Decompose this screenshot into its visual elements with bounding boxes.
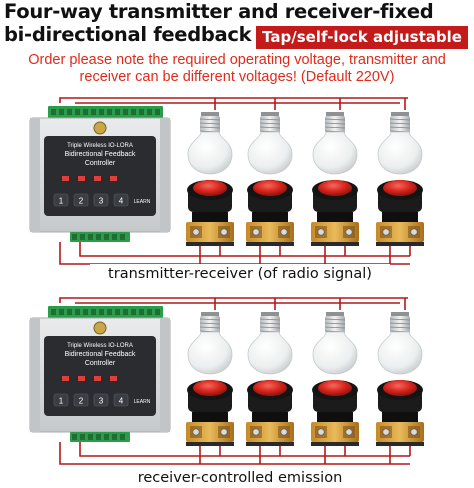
bulb-icon [247, 112, 293, 175]
status-led [110, 376, 117, 381]
device-key-label: 1 [59, 197, 64, 206]
push-button-icon [311, 380, 359, 446]
status-led [94, 376, 101, 381]
device-key [53, 393, 69, 407]
push-button-icon [186, 180, 234, 246]
push-button-icon [246, 180, 294, 246]
push-button-icon [376, 180, 424, 246]
bulb-icon [377, 112, 423, 175]
device-key-label: 4 [119, 197, 124, 206]
antenna-connector-icon [93, 321, 107, 335]
device-key [113, 193, 129, 207]
wire [79, 242, 410, 257]
title-line-2: bi-directional feedback [4, 23, 252, 46]
status-led [110, 176, 117, 181]
status-led [62, 376, 69, 381]
push-button-icon [246, 380, 294, 446]
push-button-icon [186, 380, 234, 446]
device-key-label: 2 [79, 197, 84, 206]
antenna-connector-icon [93, 121, 107, 135]
device-title-line: Triple Wireless IO-LORA [67, 143, 133, 149]
device-key [93, 193, 109, 207]
wire [79, 442, 410, 457]
learn-label: LEARN [134, 399, 151, 405]
controller-device-icon: Triple Wireless IO-LORA Bidirectional Fee… [29, 306, 171, 442]
section-label-receiver: receiver-controlled emission [90, 468, 390, 488]
learn-label: LEARN [134, 199, 151, 205]
device-key-label: 1 [59, 397, 64, 406]
voltage-notice-line-2: receiver can be different voltages! (Def… [79, 69, 395, 85]
bulb-icon [247, 312, 293, 375]
status-led [62, 176, 69, 181]
device-title-line: Bidirectional Feedback [65, 351, 136, 358]
device-title-line: Controller [85, 160, 116, 167]
status-led [94, 176, 101, 181]
section-label-transmitter: transmitter-receiver (of radio signal) [90, 264, 390, 284]
controller-device-icon: Triple Wireless IO-LORA Bidirectional Fee… [29, 106, 171, 242]
title-line-1: Four-way transmitter and receiver-fixed [4, 0, 434, 23]
device-title-line: Triple Wireless IO-LORA [67, 343, 133, 349]
device-key-label: 3 [99, 197, 104, 206]
bulb-icon [312, 312, 358, 375]
device-key [53, 193, 69, 207]
device-key [93, 393, 109, 407]
device-key-label: 4 [119, 397, 124, 406]
device-key-label: 2 [79, 397, 84, 406]
terminal-block-top [48, 306, 163, 318]
wire [59, 97, 408, 103]
device-key [73, 193, 89, 207]
device-key [73, 393, 89, 407]
wire [59, 297, 408, 303]
wire [59, 442, 410, 465]
terminal-block-top [48, 106, 163, 118]
device-title-line: Controller [85, 360, 116, 367]
voltage-notice-line-1: Order please note the required operating… [28, 52, 446, 68]
tap-self-lock-badge: Tap/self-lock adjustable [256, 26, 468, 49]
bulb-icon [377, 312, 423, 375]
status-led [78, 176, 85, 181]
device-key [113, 393, 129, 407]
device-key-label: 3 [99, 397, 104, 406]
device-title-line: Bidirectional Feedback [65, 151, 136, 158]
bulb-icon [312, 112, 358, 175]
status-led [78, 376, 85, 381]
bulb-icon [187, 312, 233, 375]
push-button-icon [311, 180, 359, 246]
bulb-icon [187, 112, 233, 175]
push-button-icon [376, 380, 424, 446]
